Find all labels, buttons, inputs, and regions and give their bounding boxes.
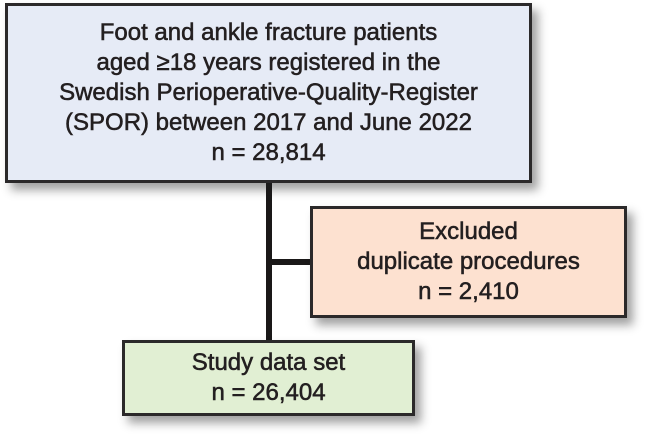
text-line: (SPOR) between 2017 and June 2022 [65,109,473,137]
text-line: Study data set [191,349,346,377]
text-line: Excluded [419,218,518,246]
text-line: duplicate procedures [357,248,580,276]
text-line: n = 28,814 [211,139,326,167]
text-line: aged ≥18 years registered in the [96,49,441,77]
connector-horizontal-line [266,259,311,265]
text-line: n = 2,410 [418,278,519,306]
text-line: n = 26,404 [211,379,326,407]
text-line: Swedish Perioperative-Quality-Register [59,79,478,107]
text-line: Foot and ankle fracture patients [99,19,438,47]
